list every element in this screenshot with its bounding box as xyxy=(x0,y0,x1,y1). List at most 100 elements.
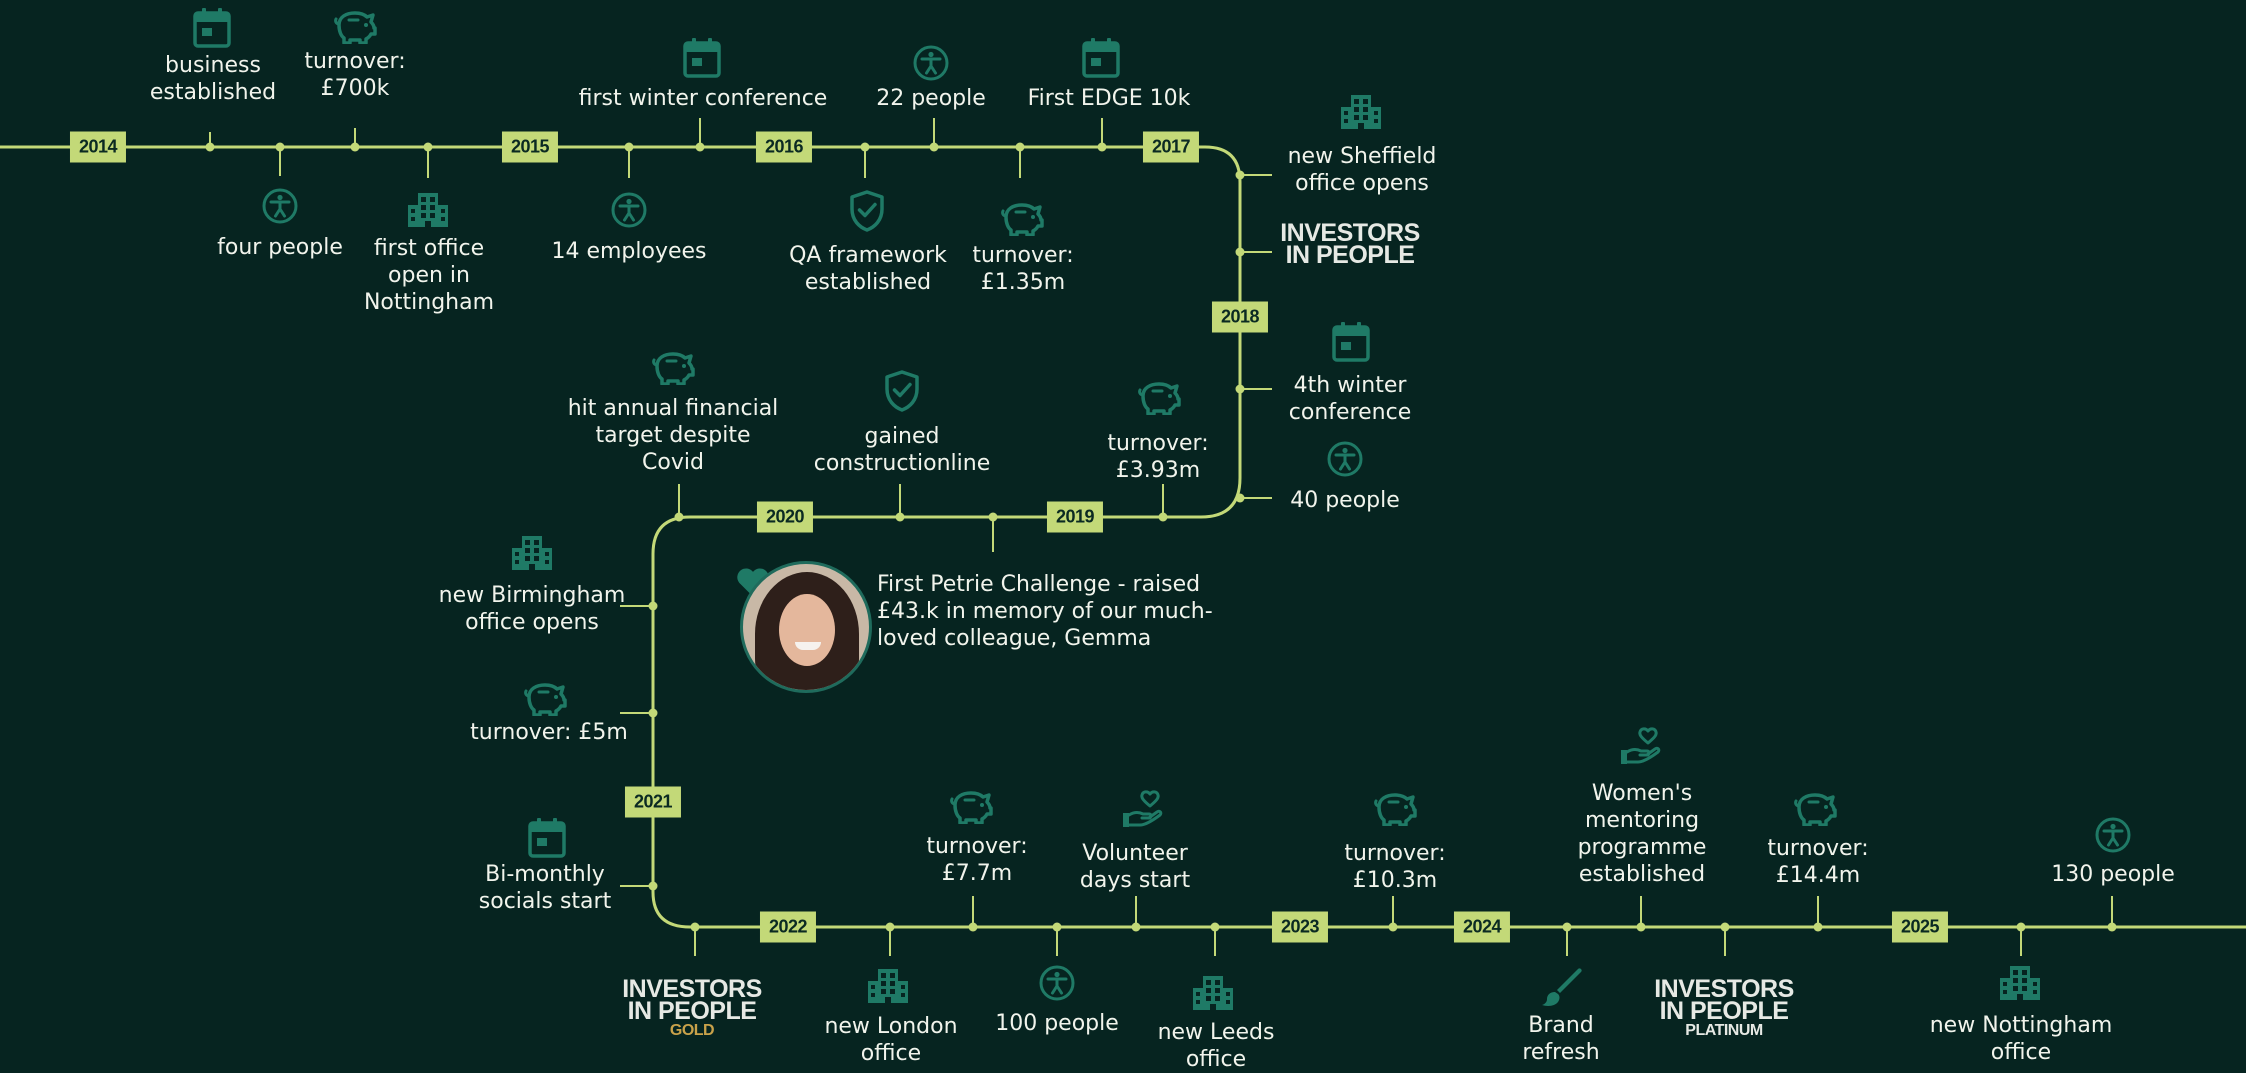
financial-target-covid-connector xyxy=(678,484,680,517)
womens-mentoring-dot xyxy=(1636,922,1646,932)
year-label-2014: 2014 xyxy=(69,131,127,163)
birmingham-office-dot xyxy=(648,601,658,611)
turnover-1-35m-label: turnover:£1.35m xyxy=(972,243,1074,295)
shield-check-icon xyxy=(848,189,886,233)
birmingham-office-connector xyxy=(620,605,653,607)
four-people-label: four people xyxy=(217,235,343,260)
piggy-bank-icon xyxy=(523,680,567,716)
year-label-2024: 2024 xyxy=(1453,911,1511,943)
year-label-2022: 2022 xyxy=(759,911,817,943)
first-edge-10k-connector xyxy=(1101,118,1103,147)
piggy-bank-icon xyxy=(1793,790,1837,826)
building-icon xyxy=(866,967,910,1005)
turnover-14-4m-dot xyxy=(1813,922,1823,932)
year-label-2019: 2019 xyxy=(1046,501,1104,533)
first-edge-10k-label: First EDGE 10k xyxy=(1027,86,1191,111)
volunteer-days-dot xyxy=(1131,922,1141,932)
nottingham-office-new-connector xyxy=(2020,927,2022,956)
turnover-10-3m-connector xyxy=(1392,896,1394,927)
fourteen-employees-connector xyxy=(628,147,630,178)
gained-constructionline-dot xyxy=(895,512,905,522)
year-label-2020: 2020 xyxy=(756,501,814,533)
hand-heart-icon xyxy=(1618,726,1664,768)
twenty-two-people-dot xyxy=(929,142,939,152)
turnover-5m-dot xyxy=(648,708,658,718)
shield-check-icon xyxy=(883,369,921,413)
hundred-thirty-people-connector xyxy=(2111,896,2113,927)
bimonthly-socials-dot xyxy=(648,881,658,891)
year-label-2018: 2018 xyxy=(1211,301,1269,333)
building-icon xyxy=(510,534,554,572)
year-label-2015: 2015 xyxy=(501,131,559,163)
turnover-7-7m-label: turnover:£7.7m xyxy=(926,834,1028,886)
paintbrush-icon xyxy=(1537,964,1587,1008)
year-label-2025: 2025 xyxy=(1891,911,1949,943)
turnover-10-3m-label: turnover:£10.3m xyxy=(1344,841,1446,893)
hundred-thirty-people-label: 130 people xyxy=(2051,862,2175,887)
turnover-10-3m-dot xyxy=(1388,922,1398,932)
building-icon xyxy=(1191,974,1235,1012)
year-label-2023: 2023 xyxy=(1271,911,1329,943)
forty-people-label: 40 people xyxy=(1290,488,1400,513)
fourth-winter-conference-connector xyxy=(1240,388,1272,390)
london-office-connector xyxy=(889,927,891,956)
petrie-challenge-connector xyxy=(992,517,994,552)
brand-refresh-connector xyxy=(1566,927,1568,956)
piggy-bank-icon xyxy=(949,788,993,824)
piggy-bank-icon xyxy=(1000,200,1044,236)
year-label-2017: 2017 xyxy=(1142,131,1200,163)
calendar-icon xyxy=(527,817,567,859)
investors-platinum-connector xyxy=(1724,927,1726,956)
person-icon xyxy=(1038,964,1076,1002)
calendar-icon xyxy=(1081,37,1121,79)
business-established-dot xyxy=(205,142,215,152)
person-icon xyxy=(261,187,299,225)
twenty-two-people-connector xyxy=(933,118,935,147)
turnover-5m-connector xyxy=(620,712,653,714)
hand-heart-icon xyxy=(1120,789,1166,831)
first-winter-conference-label: first winter conference xyxy=(578,86,828,111)
hundred-people-connector xyxy=(1056,927,1058,956)
piggy-bank-icon xyxy=(651,349,695,385)
financial-target-covid-dot xyxy=(674,512,684,522)
gained-constructionline-connector xyxy=(899,484,901,517)
turnover-14-4m-connector xyxy=(1817,896,1819,927)
piggy-bank-icon xyxy=(333,8,377,44)
womens-mentoring-connector xyxy=(1640,896,1642,927)
sheffield-office-connector xyxy=(1240,174,1272,176)
turnover-7-7m-dot xyxy=(968,922,978,932)
piggy-bank-icon xyxy=(1373,790,1417,826)
heart-icon xyxy=(735,566,771,602)
first-office-connector xyxy=(427,147,429,178)
four-people-connector xyxy=(279,147,281,176)
year-label-2016: 2016 xyxy=(755,131,813,163)
turnover-3-93m-dot xyxy=(1158,512,1168,522)
gemma-photo xyxy=(740,561,872,693)
year-label-2021: 2021 xyxy=(624,786,682,818)
fourteen-employees-label: 14 employees xyxy=(551,239,707,264)
first-edge-10k-dot xyxy=(1097,142,1107,152)
turnover-3-93m-label: turnover:£3.93m xyxy=(1107,431,1209,483)
forty-people-connector xyxy=(1240,497,1272,499)
investors-gold-connector xyxy=(694,927,696,956)
turnover-700k-label: turnover:£700k xyxy=(304,49,406,101)
calendar-icon xyxy=(192,7,232,49)
person-icon xyxy=(912,44,950,82)
piggy-bank-icon xyxy=(1137,379,1181,415)
petrie-challenge-label: First Petrie Challenge - raised£43.k in … xyxy=(877,572,1213,651)
turnover-700k-dot xyxy=(350,142,360,152)
